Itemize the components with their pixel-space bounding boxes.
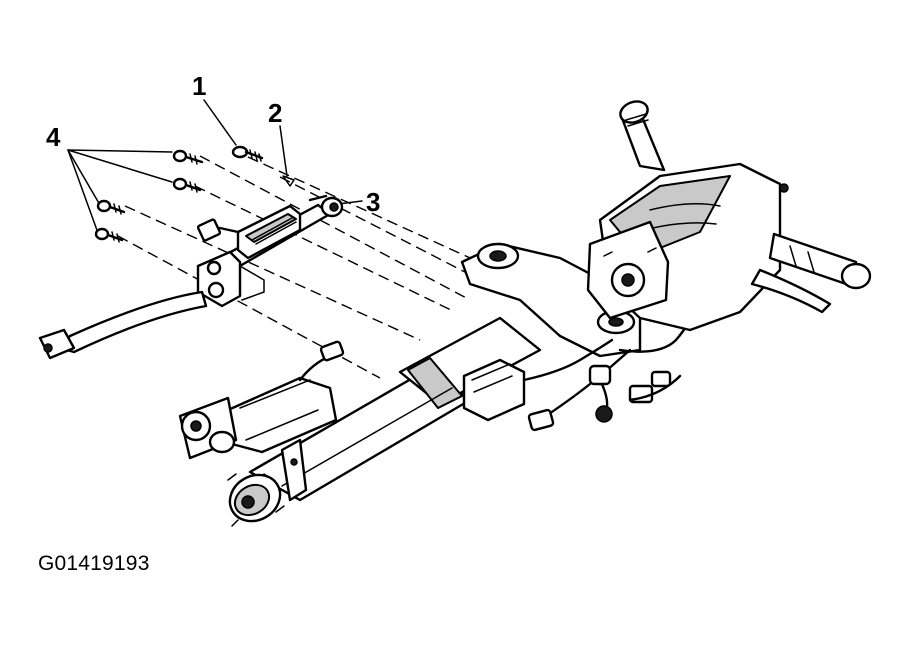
callout-2: 2 [268,98,282,128]
leader-line-4b [67,149,173,183]
callout-1: 1 [192,71,206,101]
turn-signal-stalk [619,100,666,172]
tilt-motor-actuator [178,340,345,460]
upper-support-bracket [460,242,642,358]
callout-3: 3 [366,187,380,217]
wiper-stalk [750,232,872,314]
column-upper-housing [586,162,789,332]
leader-lines [67,99,363,234]
leader-line-1 [203,99,237,146]
retainer-item-2 [282,175,295,187]
callout-4: 4 [46,122,61,152]
leader-line-2 [279,125,288,177]
screw-set-item-4 [94,149,204,243]
leader-line-4c [67,149,101,206]
leader-line-4a [67,149,173,153]
steering-column-tube [227,316,542,527]
leader-line-4d [67,149,99,234]
figure-id-label: G01419193 [38,552,150,575]
clip-item-1 [231,145,264,162]
tilt-lever-assembly [38,194,344,360]
wiring-harness [462,298,702,432]
